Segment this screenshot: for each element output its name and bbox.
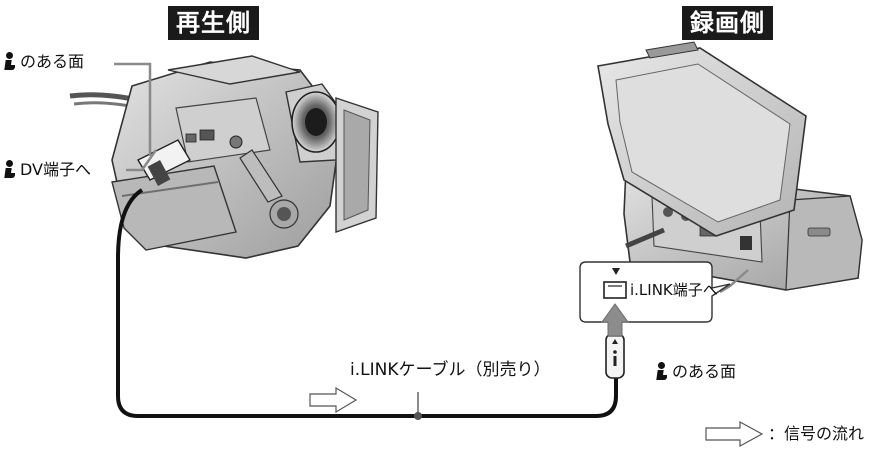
ilink-terminal-label: i.LINK端子へ — [630, 281, 718, 299]
ilink-logo-icon — [4, 160, 15, 178]
ilink-face-label-top: のある面 — [4, 52, 84, 72]
dv-terminal-text: DV端子へ — [20, 160, 91, 179]
camcorder-icon — [69, 55, 379, 259]
signal-arrow-icon — [705, 420, 764, 448]
recording-side-heading: 録画側 — [682, 6, 773, 40]
dv-terminal-label: DV端子へ — [4, 160, 91, 180]
up-arrow-icon — [601, 303, 629, 337]
legend-signal-flow: ：信号の流れ — [768, 424, 865, 443]
ilink-logo-icon — [4, 52, 15, 70]
playback-side-heading: 再生側 — [168, 6, 259, 40]
ilink-face-label-plug: のある面 — [656, 362, 736, 382]
ilink-face-text: のある面 — [672, 362, 737, 381]
ilink-face-text: のある面 — [20, 52, 85, 71]
cable-label: i.LINKケーブル（別売り） — [350, 360, 551, 380]
ilink-cable — [116, 188, 618, 420]
ilink-logo-icon — [656, 362, 667, 380]
ilink-port-icon — [603, 281, 627, 299]
signal-arrow-icon — [309, 386, 358, 414]
triangle-marker-icon — [612, 268, 620, 275]
leader-lines — [114, 62, 749, 294]
recorder-icon — [597, 41, 863, 291]
